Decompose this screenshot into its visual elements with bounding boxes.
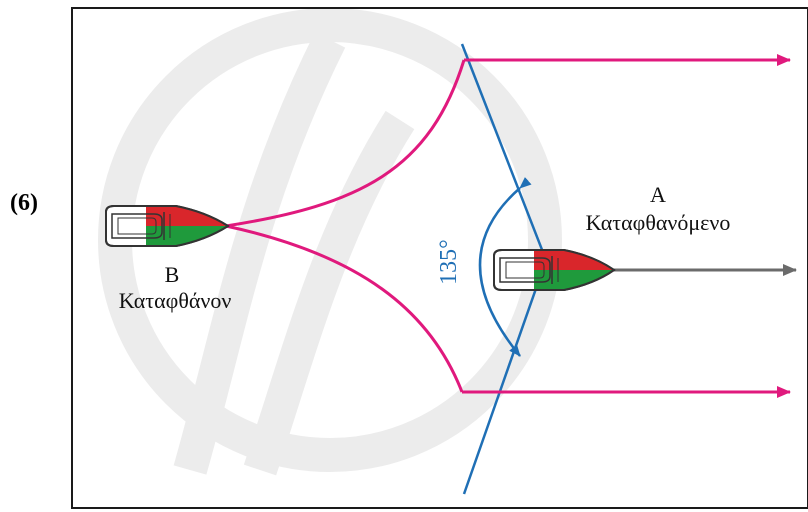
course-curve-lower xyxy=(225,224,464,393)
boat-icon xyxy=(105,205,230,247)
diagram-frame xyxy=(71,7,808,509)
vessel-b-label: Καταφθάνον xyxy=(118,288,232,313)
boat-icon xyxy=(493,249,616,291)
vessel-b-letter: B xyxy=(164,262,180,287)
sector-line-upper xyxy=(460,43,548,261)
angle-arc-icon xyxy=(478,176,532,357)
vessel-a-label: Καταφθανόμενο xyxy=(585,210,731,235)
angle-label: 135° xyxy=(436,239,462,285)
course-curve-upper xyxy=(225,59,466,228)
sector-line-lower xyxy=(462,259,548,495)
figure-number: (6) xyxy=(10,190,38,216)
vessel-a-letter: A xyxy=(650,182,666,207)
